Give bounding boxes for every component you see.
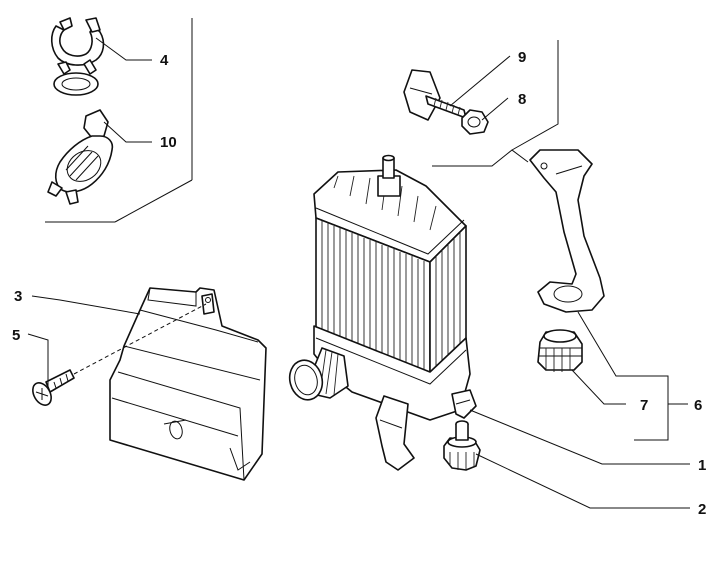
callout-5: 5 <box>12 327 20 344</box>
callout-6: 6 <box>694 397 702 414</box>
leader-lines <box>27 37 690 509</box>
callout-1: 1 <box>698 457 706 474</box>
rubber-mount-part-2 <box>443 420 481 471</box>
rubber-mount-part-7 <box>537 329 583 372</box>
intercooler-core <box>288 154 477 471</box>
callout-10: 10 <box>160 134 177 151</box>
callout-7: 7 <box>640 397 648 414</box>
screw-part-5 <box>32 303 207 406</box>
nut-part-8 <box>461 109 489 135</box>
callout-8: 8 <box>518 91 526 108</box>
bolt-part-9 <box>403 69 467 121</box>
callout-3: 3 <box>14 288 22 305</box>
hose-clamp-part-4 <box>50 17 105 96</box>
hose-clamp-part-10 <box>47 109 114 205</box>
callout-labels: 4 10 9 8 3 5 7 6 1 2 <box>12 49 706 518</box>
callout-4: 4 <box>160 52 169 69</box>
callout-9: 9 <box>518 49 526 66</box>
clip-group-frame <box>45 18 193 223</box>
bracket-part-6 <box>529 149 605 313</box>
air-deflector-part-3 <box>109 287 267 481</box>
callout-2: 2 <box>698 501 706 518</box>
